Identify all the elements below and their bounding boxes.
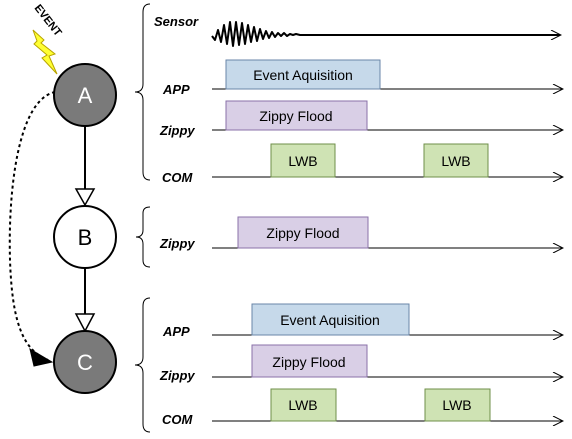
group-c-timelines: APP Event Aquisition Zippy Zippy Flood C… (159, 303, 562, 427)
brace-group-c (134, 297, 151, 433)
sensor-signal-wave (211, 21, 560, 47)
lwb-block-a-1 (270, 143, 336, 178)
node-b-circle (53, 205, 117, 269)
event-acquisition-block-c (251, 303, 410, 336)
lwb-label-a-1: LWB (288, 153, 317, 169)
node-a: A (53, 63, 117, 127)
event-acquisition-block-a (225, 59, 381, 90)
edge-a-b-arrowhead (74, 188, 96, 207)
app-row-label-a: APP (162, 82, 190, 97)
node-c-label: C (77, 350, 93, 375)
zippy-flood-block-b (237, 216, 369, 249)
event-acquisition-label-c: Event Aquisition (280, 312, 380, 328)
zippy-flood-block-a (225, 100, 368, 131)
lwb-label-c-1: LWB (288, 397, 317, 413)
edge-b-c-arrowhead (74, 313, 96, 333)
com-row-label-a: COM (162, 170, 194, 185)
lwb-block-c-2 (424, 388, 491, 422)
lwb-block-c-1 (270, 388, 337, 422)
zippy-row-label-a: Zippy (159, 123, 195, 138)
node-b-label: B (78, 225, 93, 250)
sensor-row-label: Sensor (154, 14, 199, 29)
node-a-circle (53, 63, 117, 127)
zippy-flood-label-c: Zippy Flood (272, 354, 345, 370)
lightning-bolt-icon (32, 29, 58, 75)
brace-group-a (134, 3, 151, 181)
group-b-timelines: Zippy Zippy Flood (159, 216, 562, 251)
node-c: C (53, 330, 117, 394)
zippy-row-label-b: Zippy (159, 236, 195, 251)
event-acquisition-label-a: Event Aquisition (253, 67, 353, 83)
group-a-timelines: Sensor APP Event Aquisition Zippy Zippy … (154, 14, 562, 185)
zippy-flood-block-c (251, 344, 368, 378)
brace-group-b (135, 206, 151, 268)
com-row-label-c: COM (162, 412, 194, 427)
zippy-row-label-c: Zippy (159, 368, 195, 383)
braces (134, 3, 151, 433)
lwb-label-c-2: LWB (442, 397, 471, 413)
lwb-label-a-2: LWB (441, 153, 470, 169)
node-b: B (53, 205, 117, 269)
edge-a-c-arrowhead (29, 347, 54, 367)
app-row-label-c: APP (162, 324, 190, 339)
zippy-flood-label-a: Zippy Flood (259, 108, 332, 124)
graph-edges (8, 91, 96, 367)
edge-a-c-dotted (8, 91, 56, 361)
event-indicator: EVENT (32, 2, 64, 75)
lwb-block-a-2 (423, 143, 489, 178)
node-a-label: A (78, 83, 93, 108)
zippy-flood-label-b: Zippy Flood (266, 225, 339, 241)
node-c-circle (53, 330, 117, 394)
